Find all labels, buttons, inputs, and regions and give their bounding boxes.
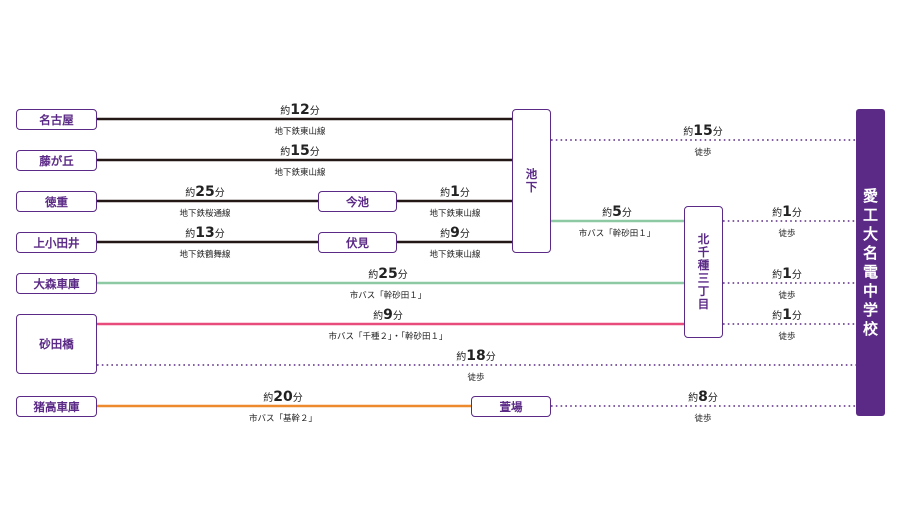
destination-char: 電: [862, 262, 878, 281]
route-line-name: 徒歩: [467, 373, 485, 383]
route-line-name: 地下鉄鶴舞線: [179, 250, 231, 260]
destination-char: 校: [862, 319, 878, 338]
station-label: 藤が丘: [39, 153, 74, 168]
route-time: 約1分: [440, 184, 470, 200]
station-label-char: 種: [697, 258, 710, 272]
route-time: 約9分: [373, 307, 403, 323]
route-line-name: 市バス「幹砂田１」: [349, 291, 427, 301]
station-label-char: 千: [697, 245, 710, 259]
station-label: 伏見: [346, 235, 369, 250]
station-nagoya: 名古屋: [16, 109, 97, 130]
route-time: 約15分: [683, 123, 723, 139]
route-line-name: 地下鉄桜通線: [179, 209, 231, 219]
station-imaike: 今池: [318, 191, 397, 212]
station-label: 上小田井: [33, 235, 80, 250]
destination-char: 大: [862, 224, 878, 243]
route-time: 約13分: [185, 225, 225, 241]
route-line-name: 徒歩: [694, 414, 712, 424]
route-line-name: 徒歩: [778, 229, 796, 239]
destination-char: 中: [862, 281, 878, 300]
route-time: 約8分: [688, 389, 718, 405]
station-omori: 大森車庫: [16, 273, 97, 294]
route-time: 約12分: [280, 102, 320, 118]
station-label: 猪高車庫: [33, 399, 80, 414]
route-line-name: 地下鉄東山線: [429, 209, 481, 219]
station-label: 萱場: [499, 399, 523, 414]
station-label: 大森車庫: [33, 276, 80, 291]
route-line-name: 地下鉄東山線: [274, 127, 326, 137]
station-fushimi: 伏見: [318, 232, 397, 253]
destination-char: 愛: [862, 186, 878, 205]
route-time: 約25分: [185, 184, 225, 200]
route-line-name: 市バス「基幹２」: [248, 414, 318, 424]
station-sunadabashi: 砂田橋: [16, 314, 97, 374]
station-label-char: 下: [525, 180, 538, 194]
route-line-name: 市バス「幹砂田１」: [578, 229, 656, 239]
route-line-name: 地下鉄東山線: [274, 168, 326, 178]
station-label-char: 池: [525, 167, 538, 181]
route-time: 約25分: [368, 266, 408, 282]
route-line-name: 徒歩: [778, 291, 796, 301]
station-inokoshi: 猪高車庫: [16, 396, 97, 417]
route-time: 約18分: [456, 348, 496, 364]
route-time: 約9分: [440, 225, 470, 241]
station-label-char: 三: [697, 271, 710, 285]
route-line-name: 市バス「千種２」・「幹砂田１」: [328, 332, 448, 342]
route-time: 約5分: [602, 204, 632, 220]
station-label-char: 丁: [697, 284, 710, 298]
station-label-char: 北: [697, 232, 710, 246]
route-line-name: 徒歩: [778, 332, 796, 342]
station-ikeshita: 池 下: [512, 109, 551, 253]
destination-char: 名: [862, 243, 878, 262]
station-tokushige: 徳重: [16, 191, 97, 212]
station-kamiotai: 上小田井: [16, 232, 97, 253]
route-line-name: 徒歩: [694, 148, 712, 158]
route-time: 約1分: [772, 204, 802, 220]
station-label: 徳重: [45, 194, 68, 209]
station-label-char: 目: [697, 297, 710, 311]
station-fujigaoka: 藤が丘: [16, 150, 97, 171]
station-label: 砂田橋: [39, 337, 74, 351]
route-line-name: 地下鉄東山線: [429, 250, 481, 260]
route-time: 約15分: [280, 143, 320, 159]
route-time: 約1分: [772, 307, 802, 323]
destination-char: 工: [862, 205, 878, 224]
destination-char: 学: [862, 300, 878, 319]
station-kayaba: 萱場: [471, 396, 551, 417]
station-label: 今池: [346, 194, 369, 209]
route-time: 約20分: [263, 389, 303, 405]
route-time: 約1分: [772, 266, 802, 282]
destination-school: 愛 工 大 名 電 中 学 校: [856, 109, 885, 416]
station-label: 名古屋: [39, 112, 74, 127]
station-kitachikusa: 北 千 種 三 丁 目: [684, 206, 723, 338]
